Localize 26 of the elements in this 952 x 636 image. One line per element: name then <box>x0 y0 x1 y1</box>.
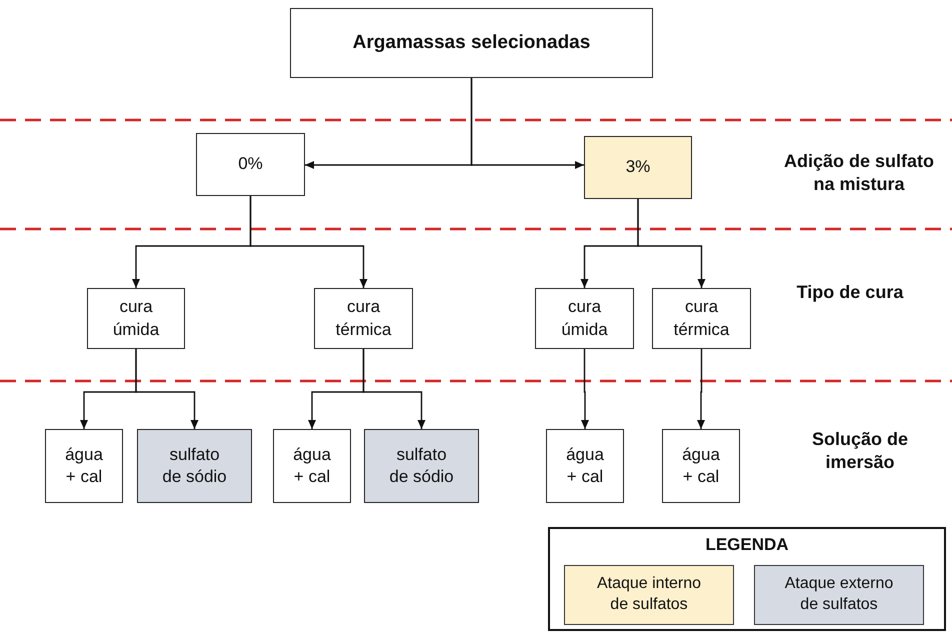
process-box: sulfato de sódio <box>137 429 252 503</box>
process-box: água + cal <box>45 429 123 503</box>
arrow <box>135 349 198 429</box>
process-box: Argamassas selecionadas <box>290 8 653 78</box>
arrow <box>362 349 426 429</box>
process-box: cura térmica <box>314 288 413 349</box>
arrow <box>697 349 705 429</box>
legend-swatch: Ataque interno de sulfatos <box>564 565 734 625</box>
process-box: água + cal <box>273 429 351 503</box>
arrow <box>470 78 584 169</box>
legend-swatch: Ataque externo de sulfatos <box>754 565 924 625</box>
arrow <box>250 196 368 288</box>
stage-label: Tipo de cura <box>796 281 904 304</box>
process-box: sulfato de sódio <box>364 429 479 503</box>
process-box: água + cal <box>546 429 624 503</box>
process-box: cura úmida <box>535 288 634 349</box>
process-box: água + cal <box>662 429 740 503</box>
legend-title: LEGENDA <box>705 535 789 555</box>
stage-label: Adição de sulfato na mistura <box>782 150 936 196</box>
arrow <box>581 349 589 429</box>
stage-label: Solução de imersão <box>810 428 910 474</box>
arrow <box>637 199 706 288</box>
process-box: 3% <box>584 136 692 199</box>
process-box: cura úmida <box>87 288 185 349</box>
process-box: 0% <box>196 133 305 196</box>
process-box: cura térmica <box>652 288 751 349</box>
